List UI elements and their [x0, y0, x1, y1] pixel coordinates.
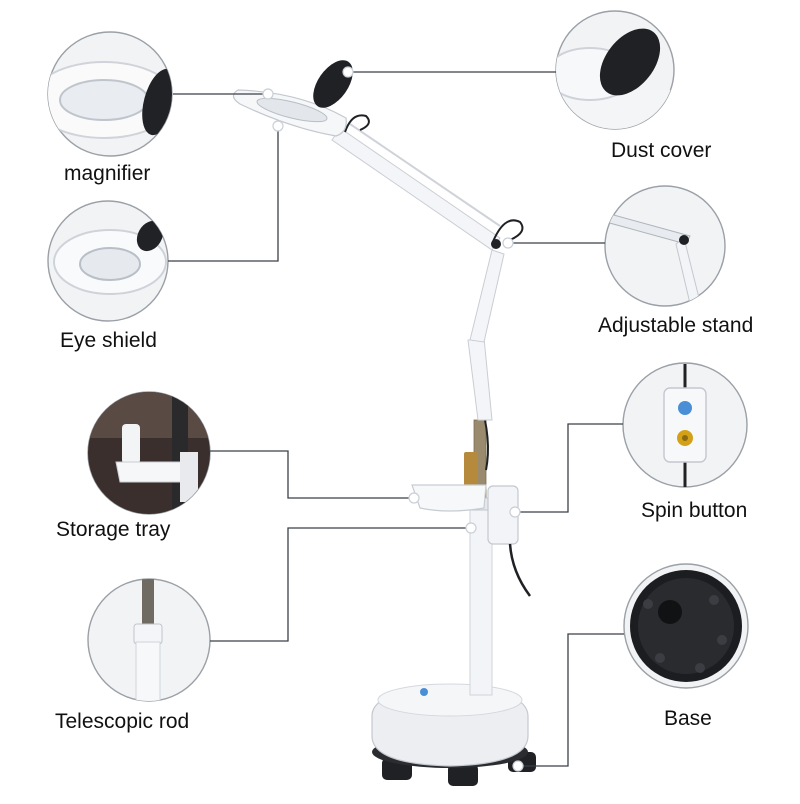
inset-eye-shield	[47, 200, 169, 322]
inset-magnifier	[47, 31, 173, 157]
dot-spin-button	[509, 506, 521, 518]
dot-dust-cover	[342, 66, 354, 78]
label-adjustable-stand: Adjustable stand	[598, 314, 754, 337]
label-eye-shield: Eye shield	[60, 329, 157, 352]
dot-adjustable-stand	[502, 237, 514, 249]
upper-arm	[331, 127, 501, 251]
lower-arm	[467, 337, 493, 421]
tray-phone	[464, 452, 478, 488]
lamp	[232, 60, 536, 786]
dot-eye-shield	[272, 120, 284, 132]
arm-spring	[349, 123, 501, 227]
label-magnifier: magnifier	[64, 162, 151, 185]
inset-telescopic-rod	[87, 578, 211, 702]
leader-base	[520, 633, 624, 767]
lower-arm-2	[469, 249, 505, 343]
label-spin-button: Spin button	[641, 499, 748, 522]
inset-dust-cover	[555, 10, 675, 130]
inset-base	[623, 563, 749, 689]
label-storage-tray: Storage tray	[56, 518, 171, 541]
leader-storage-tray	[210, 450, 414, 499]
leader-lines	[168, 71, 624, 767]
elbow-cable	[491, 219, 524, 245]
label-telescopic-rod: Telescopic rod	[55, 710, 190, 733]
base-logo	[420, 688, 428, 696]
dot-base	[512, 760, 524, 772]
head-cable	[344, 114, 370, 133]
magnifier-lens	[256, 97, 328, 123]
dot-telescopic-rod	[465, 522, 477, 534]
dot-magnifier	[262, 88, 274, 100]
elbow-joint	[491, 239, 501, 249]
label-dust-cover: Dust cover	[611, 139, 712, 162]
pointer-dots	[262, 66, 524, 772]
inset-spin-button	[622, 362, 748, 488]
inset-adjustable-stand	[604, 185, 726, 307]
leader-spin-button	[518, 423, 623, 513]
tray	[411, 484, 487, 512]
inset-storage-tray	[87, 391, 211, 515]
leader-eye-shield	[168, 128, 279, 262]
leader-telescopic-rod	[210, 527, 470, 642]
label-base: Base	[664, 707, 712, 730]
power-cord	[508, 543, 532, 597]
base-top	[377, 683, 523, 717]
wheel-mid	[448, 764, 478, 786]
dot-storage-tray	[408, 492, 420, 504]
